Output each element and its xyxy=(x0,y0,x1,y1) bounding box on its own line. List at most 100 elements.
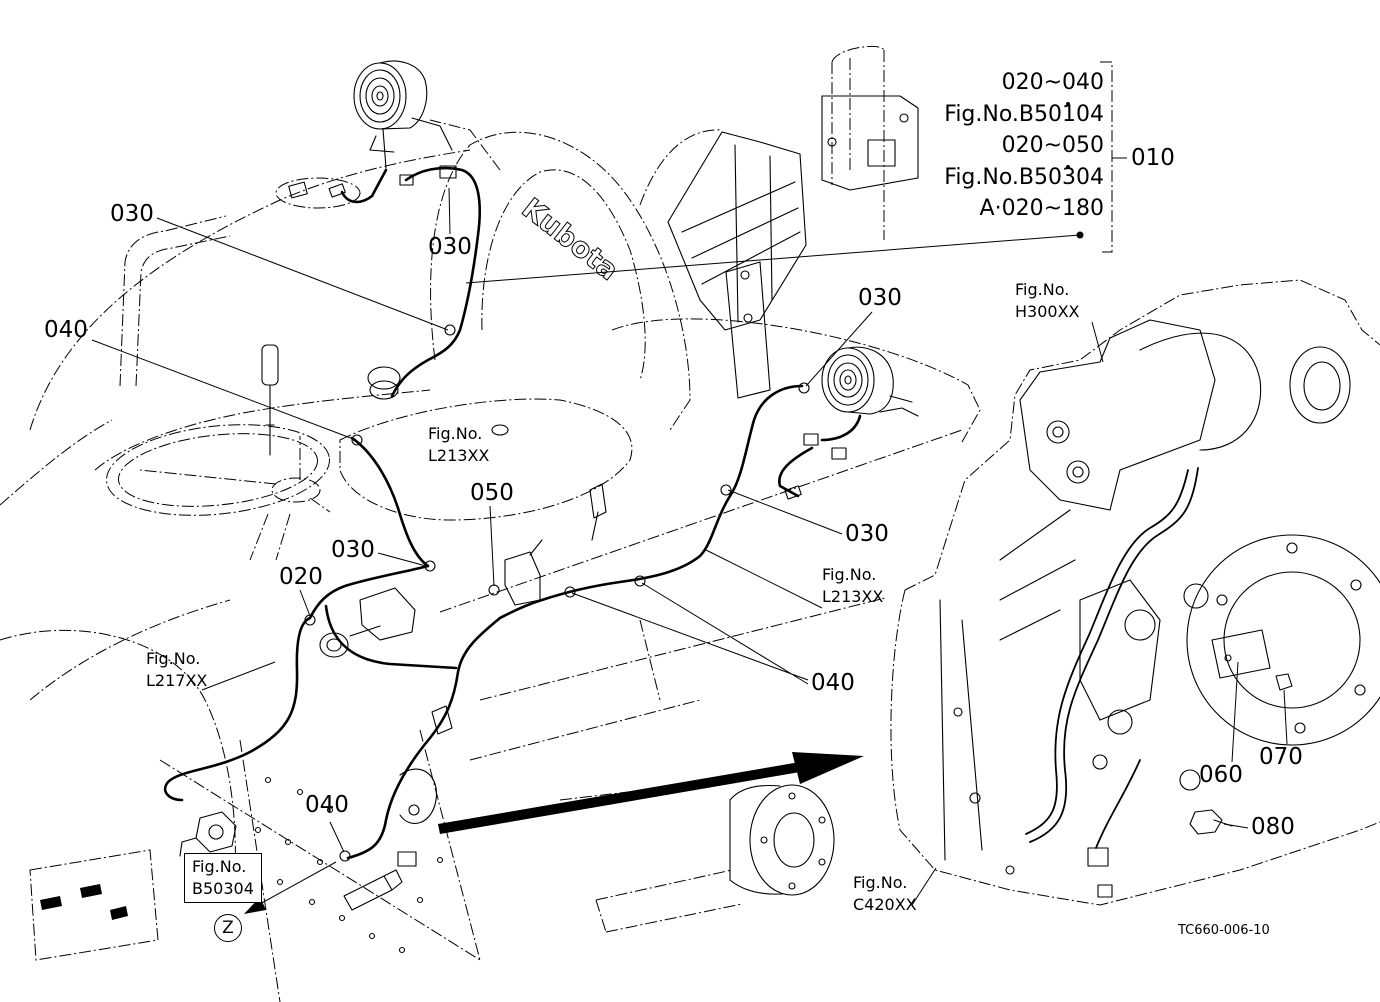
pto-shaft-housing xyxy=(729,784,783,895)
callout-050: 050 xyxy=(470,480,514,506)
gear-case-outer xyxy=(1186,534,1380,746)
leader-fig-c420xx xyxy=(911,867,937,906)
gear-case-bolt xyxy=(1354,684,1366,696)
harness-right-light-lead xyxy=(820,414,862,442)
right-fender-top xyxy=(611,318,981,443)
harness-right-run xyxy=(498,384,804,620)
seat-switch xyxy=(504,539,543,606)
pto-flange-bolt xyxy=(818,816,826,824)
figure-ref-code: H300XX xyxy=(1015,302,1080,321)
platform-hole xyxy=(338,914,346,922)
rops-lower-plate xyxy=(725,261,771,399)
leader-040 xyxy=(91,339,357,441)
rops-bolt xyxy=(827,137,837,147)
cushion-hole xyxy=(491,424,509,436)
range-plate xyxy=(1211,629,1271,679)
pressure-switch xyxy=(343,869,403,911)
hydraulic-port xyxy=(1072,466,1084,478)
floor-platform xyxy=(29,619,743,1002)
callout-070: 070 xyxy=(1259,744,1303,770)
frame-rail xyxy=(479,597,886,701)
callout-020: 020 xyxy=(279,564,323,590)
drawing-number: TC660-006-10 xyxy=(1178,923,1270,938)
brand-lettering: Kubota xyxy=(516,192,625,287)
pto-flange-bolt xyxy=(760,836,768,844)
rops-bracket-pad xyxy=(867,139,896,167)
platform-hole xyxy=(296,788,304,796)
rops-lower-bolt xyxy=(743,313,753,323)
callout-060: 060 xyxy=(1199,762,1243,788)
leader-040 xyxy=(329,821,345,853)
pto-flange-bolt xyxy=(788,792,796,800)
rear-mudguard-mesh xyxy=(667,131,807,331)
housing-ribs xyxy=(999,509,1076,641)
right-work-light xyxy=(784,346,919,500)
battery-terminals xyxy=(40,884,128,920)
steering-rim-inner xyxy=(117,433,319,507)
battery-outline xyxy=(29,849,159,961)
right-fender-lower xyxy=(439,429,963,613)
center-beam xyxy=(595,869,743,933)
range-plate-hole xyxy=(1224,654,1232,662)
harness-clamp xyxy=(444,324,456,336)
platform-hole xyxy=(254,826,262,834)
lamp-housing xyxy=(379,60,428,130)
reference-note-line: Fig.No.B50104 xyxy=(944,101,1104,127)
callout-030: 030 xyxy=(845,521,889,547)
platform-hole xyxy=(308,898,316,906)
harness-right-light-lead xyxy=(778,446,814,498)
figure-ref-prefix: Fig.No. xyxy=(1015,280,1070,299)
housing-hole xyxy=(1092,754,1108,770)
valve-body xyxy=(1079,579,1161,721)
rear-axle-boss-inner xyxy=(1303,361,1341,411)
subnote-dot xyxy=(1066,165,1070,169)
figure-ref-h300xx: Fig.No. H300XX xyxy=(1015,279,1080,323)
lift-cylinder xyxy=(1139,332,1262,451)
lamp-connector xyxy=(784,485,802,500)
harness-clip xyxy=(439,165,457,179)
figure-ref-prefix: Fig.No. xyxy=(428,424,483,443)
leader-020 xyxy=(299,589,311,617)
figure-ref-l213xx: Fig.No. L213XX xyxy=(822,564,883,608)
housing-flange-left xyxy=(939,599,983,861)
mesh-frame xyxy=(667,131,807,331)
leader-fig-h300xx xyxy=(1091,321,1104,363)
housing-hole xyxy=(953,707,963,717)
seat-back-inner xyxy=(481,169,646,381)
reference-note-line: 020~040 xyxy=(1001,70,1104,95)
platform-hole xyxy=(398,946,406,954)
bracket-line xyxy=(1100,61,1113,253)
housing-plug xyxy=(1097,884,1113,898)
lamp-lens-ring xyxy=(365,77,395,115)
lamp-lens-center xyxy=(376,91,384,101)
rops-bolt xyxy=(899,113,909,123)
plate-bolt xyxy=(1275,673,1293,691)
harness-main-upper xyxy=(390,166,481,398)
transmission-harness xyxy=(1029,467,1199,843)
figure-ref-code: C420XX xyxy=(853,895,917,914)
hood-front-edge xyxy=(0,419,113,506)
grommet-inner xyxy=(326,638,342,652)
figure-ref-l217xx: Fig.No. L217XX xyxy=(146,648,207,692)
platform-hole xyxy=(316,858,324,866)
callout-030: 030 xyxy=(331,537,375,563)
leader-fig-l217xx xyxy=(201,661,276,691)
speed-sensor-body xyxy=(195,811,237,853)
gear-case-bolt xyxy=(1294,722,1306,734)
housing-hole xyxy=(969,792,981,804)
steering-rim-outer xyxy=(106,424,330,516)
grab-handle-outer xyxy=(119,215,227,387)
pto-flange-outer xyxy=(749,784,835,896)
lamp-connector xyxy=(831,447,847,460)
rops-post-outline xyxy=(831,45,885,240)
lamp-lens xyxy=(353,62,407,130)
lamp-lens xyxy=(821,347,875,413)
subnote-dot xyxy=(1066,102,1070,106)
platform-hole xyxy=(284,838,292,846)
frame-rail-lower xyxy=(469,699,701,761)
pto-flange xyxy=(729,784,835,896)
callout-040: 040 xyxy=(44,317,88,343)
figure-ref-prefix: Fig.No. xyxy=(146,649,201,668)
seat-armrest xyxy=(429,119,501,171)
callout-030: 030 xyxy=(110,201,154,227)
